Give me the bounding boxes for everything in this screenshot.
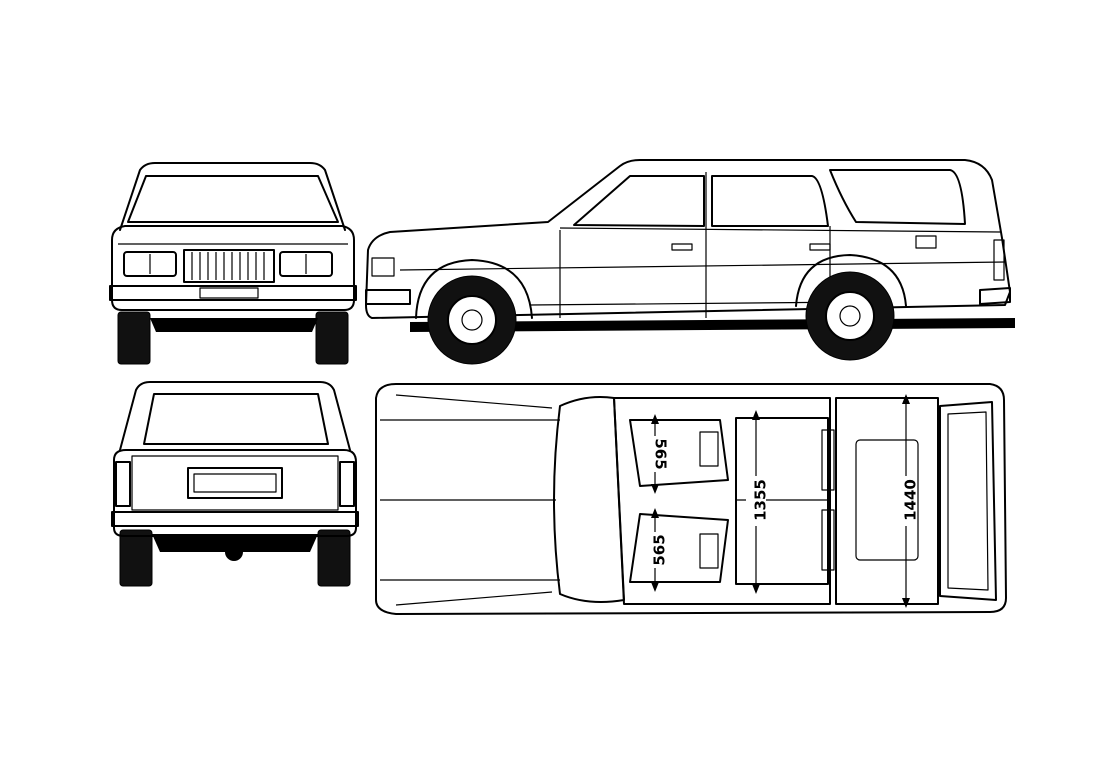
front-right-tire	[315, 311, 349, 365]
top-hood-crease-1	[395, 394, 553, 409]
top-front-headrest-left	[699, 431, 719, 467]
side-body-outline	[365, 159, 1011, 319]
front-license-plate	[199, 287, 259, 299]
dim-label-bg-4	[896, 476, 916, 526]
side-view	[365, 159, 1015, 365]
top-front-seat-left	[629, 419, 729, 487]
side-rear-bumper	[979, 287, 1011, 305]
top-hood-crease-2	[395, 591, 553, 606]
side-taillight	[993, 239, 1005, 281]
rear-license-plate	[187, 467, 283, 499]
dim-label-bg-3	[746, 476, 766, 526]
side-rocker	[529, 301, 861, 306]
front-bumper	[109, 285, 357, 301]
side-cargo-window	[829, 169, 966, 225]
side-front-bumper	[365, 289, 411, 305]
top-body-outline	[375, 383, 1007, 615]
rear-undercarriage	[152, 534, 318, 552]
dim-front-seat-lower-label: 565	[651, 534, 669, 565]
side-front-wheel-arch	[415, 259, 533, 319]
rear-right-tire	[317, 529, 351, 587]
side-front-window	[573, 175, 705, 227]
side-rear-hub-center	[839, 305, 861, 327]
rear-body	[113, 449, 357, 537]
rear-window	[143, 393, 329, 445]
top-rear-bench	[735, 417, 829, 585]
top-rear-window-inner	[947, 411, 989, 591]
side-headlight	[371, 257, 395, 277]
dim-front-seat-upper-label: 565	[652, 438, 670, 469]
side-beltline	[559, 227, 1001, 233]
top-windshield	[553, 396, 625, 603]
top-front-seat-right	[629, 513, 729, 583]
rear-tailgate-line	[131, 455, 339, 511]
top-rear-window	[939, 401, 997, 601]
rear-bumper	[111, 511, 359, 527]
dim-label-bg-2	[645, 532, 665, 568]
rear-right-taillight	[339, 461, 355, 507]
top-rear-headrest-lower	[821, 509, 835, 571]
side-rear-door-window	[711, 175, 829, 227]
rear-left-tire	[119, 529, 153, 587]
rear-license-plate-inner	[193, 473, 277, 493]
front-roof-outline	[119, 162, 346, 231]
dim-rear-seat-label: 1355	[752, 479, 770, 521]
side-rear-door-handle	[809, 243, 831, 251]
side-rear-wheel-arch	[795, 254, 907, 307]
front-left-tire	[117, 311, 151, 365]
side-front-hubcap	[447, 295, 497, 345]
side-rear-hubcap	[825, 291, 875, 341]
side-front-door-handle	[671, 243, 693, 251]
top-rear-headrest-upper	[821, 429, 835, 491]
front-right-headlight	[279, 251, 333, 277]
rear-view	[111, 381, 359, 587]
side-crease	[399, 261, 1006, 271]
front-undercarriage	[150, 318, 318, 332]
side-front-hub-center	[461, 309, 483, 331]
front-windshield	[127, 175, 339, 223]
rear-roof-outline	[119, 381, 351, 451]
rear-differential	[225, 543, 243, 561]
front-left-headlight	[123, 251, 177, 277]
rear-left-taillight	[115, 461, 131, 507]
dim-label-bg-1	[645, 436, 665, 472]
top-cargo-area	[835, 397, 939, 605]
front-grille-bars	[191, 252, 265, 280]
top-cargo-floor-panel	[855, 439, 919, 561]
top-cabin-outline	[613, 397, 831, 605]
top-interior-view: 565 565 1355 1440	[375, 383, 1007, 615]
dim-cargo-label: 1440	[902, 479, 920, 521]
front-view	[109, 162, 357, 365]
front-grille	[183, 249, 275, 283]
side-fuel-door	[915, 235, 937, 249]
top-front-headrest-right	[699, 533, 719, 569]
